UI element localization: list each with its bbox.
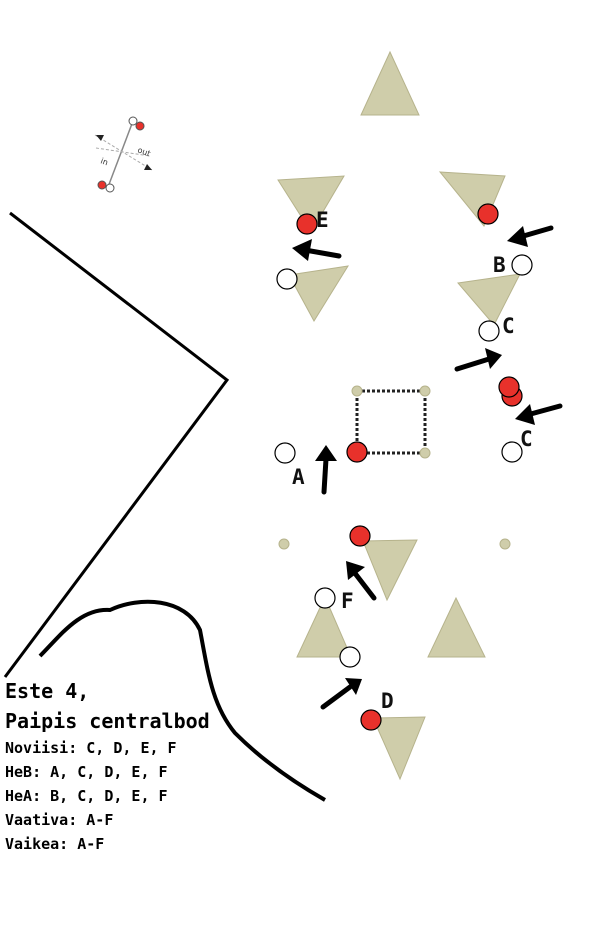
label-a: A <box>292 465 305 489</box>
white-marker-b <box>511 254 533 276</box>
cone-bottom-inverted <box>372 716 426 781</box>
label-f: F <box>341 589 354 613</box>
red-marker-c-upper <box>498 376 520 398</box>
arrow-c2 <box>515 403 563 425</box>
label-b: B <box>493 253 506 277</box>
boundary-line <box>3 211 230 678</box>
arrow-b <box>507 225 554 247</box>
cone-right-mid-inverted <box>457 273 521 326</box>
cone-top <box>360 50 420 116</box>
post-marker-left <box>278 538 290 550</box>
arrow-d <box>320 678 362 710</box>
curved-path-line <box>38 599 326 802</box>
arrow-a <box>315 445 337 495</box>
cone-right-lower <box>427 596 486 658</box>
white-marker-a <box>274 442 296 464</box>
white-marker-f <box>314 587 336 609</box>
white-marker-e <box>276 268 298 290</box>
cone-left-upper-inverted <box>277 175 345 233</box>
label-c2: C <box>520 427 533 451</box>
caption-class-row: Noviisi: C, D, E, F <box>5 739 177 757</box>
cone-left-lower <box>296 595 352 658</box>
white-marker-c1 <box>478 320 500 342</box>
red-marker-d <box>360 709 382 731</box>
post-marker-right <box>499 538 511 550</box>
white-marker-d <box>339 646 361 668</box>
caption-title-line-2: Paipis centralbod <box>5 709 210 733</box>
cone-lower-inverted <box>362 539 418 602</box>
label-c1: C <box>502 314 515 338</box>
direction-legend-icon: out in <box>94 116 153 193</box>
square-frame-obstacle <box>351 385 431 459</box>
caption-class-row: Vaikea: A-F <box>5 835 105 853</box>
caption-title-line-1: Este 4, <box>5 679 90 703</box>
cone-left-mid <box>288 265 349 322</box>
red-marker-a <box>346 441 368 463</box>
white-marker-c2 <box>501 441 523 463</box>
caption-class-row: Vaativa: A-F <box>5 811 114 829</box>
red-marker-f <box>349 525 371 547</box>
legend-out-label: out <box>136 145 151 158</box>
arrow-e <box>292 239 342 261</box>
caption-class-row: HeA: B, C, D, E, F <box>5 787 168 805</box>
caption-class-row: HeB: A, C, D, E, F <box>5 763 168 781</box>
legend-in-label: in <box>99 156 109 167</box>
red-marker-e <box>296 213 318 235</box>
red-marker-b <box>477 203 499 225</box>
arrow-c1 <box>454 348 502 372</box>
label-d: D <box>381 689 394 713</box>
label-e: E <box>316 208 329 232</box>
course-caption: Este 4, Paipis centralbod Noviisi: C, D,… <box>5 676 305 856</box>
arrow-f <box>346 561 377 601</box>
